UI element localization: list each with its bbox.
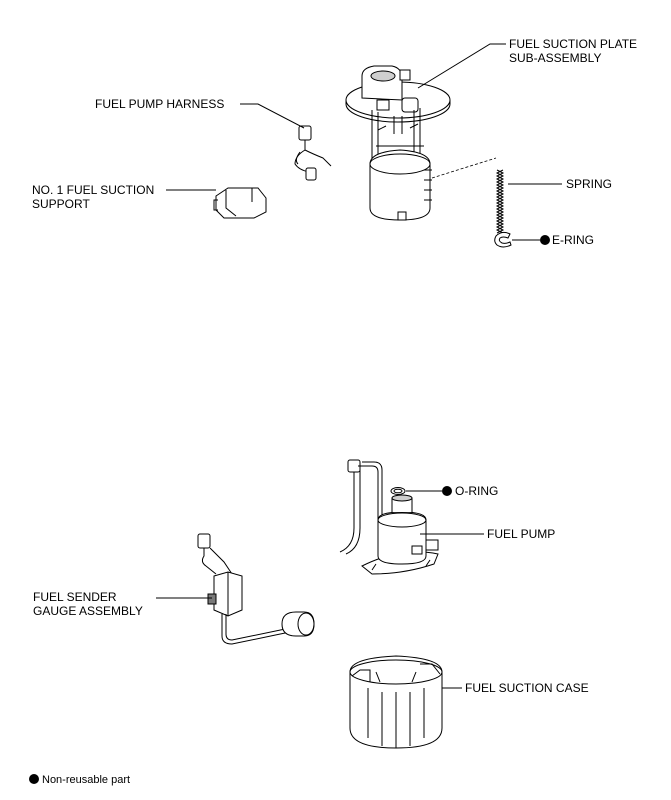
- label-fuel-suction-plate: FUEL SUCTION PLATE: [509, 37, 637, 51]
- non-reusable-bullet-icon: [442, 486, 452, 496]
- e-ring: [494, 231, 512, 248]
- labels: FUEL SUCTION PLATE SUB-ASSEMBLY FUEL PUM…: [32, 37, 637, 695]
- label-no1-fuel-suction-support: NO. 1 FUEL SUCTION: [32, 183, 154, 197]
- fuel-pump-harness: [294, 125, 332, 181]
- legend: Non-reusable part: [29, 774, 130, 786]
- label-fuel-suction-plate-2: SUB-ASSEMBLY: [509, 51, 601, 65]
- non-reusable-bullet-icon: [540, 235, 550, 245]
- fuel-suction-plate-sub-assembly: [345, 65, 497, 221]
- leader-lines-top: [166, 43, 562, 241]
- label-fuel-sender-gauge-2: GAUGE ASSEMBLY: [33, 604, 143, 618]
- label-fuel-sender-gauge: FUEL SENDER: [33, 590, 117, 604]
- non-reusable-legend-icon: [29, 774, 39, 784]
- fuel-sender-gauge-assembly: [197, 533, 315, 645]
- spring: [495, 169, 505, 234]
- o-ring: [390, 487, 406, 495]
- label-spring: SPRING: [566, 177, 612, 191]
- leader-lines-bottom: [156, 490, 484, 689]
- fuel-pump: [339, 459, 439, 575]
- no1-fuel-suction-support: [213, 187, 267, 219]
- fuel-suction-case: [349, 655, 443, 749]
- label-fuel-suction-case: FUEL SUCTION CASE: [465, 681, 589, 695]
- legend-non-reusable: Non-reusable part: [42, 774, 130, 786]
- label-no1-fuel-suction-support-2: SUPPORT: [32, 197, 90, 211]
- label-e-ring: E-RING: [552, 233, 594, 247]
- label-fuel-pump-harness: FUEL PUMP HARNESS: [95, 97, 224, 111]
- label-fuel-pump: FUEL PUMP: [487, 527, 555, 541]
- label-o-ring: O-RING: [455, 484, 498, 498]
